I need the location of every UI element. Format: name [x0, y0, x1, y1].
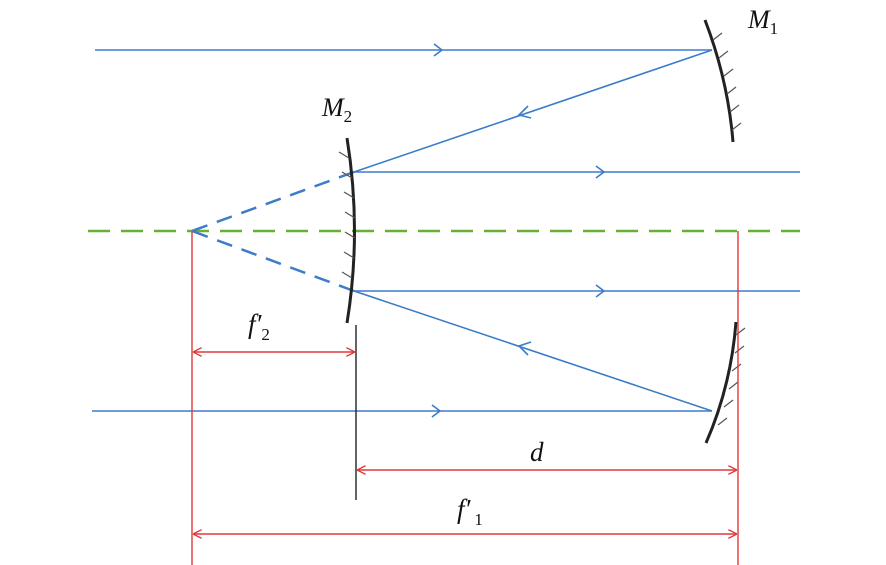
virtual-ray-top [191, 170, 355, 233]
label-m2: M2 [321, 93, 352, 126]
label-f2: f′2 [248, 309, 270, 344]
secondary-mirror [338, 137, 356, 324]
outgoing-ray-top [354, 165, 800, 179]
label-m1: M1 [747, 5, 778, 38]
incoming-ray-top [95, 43, 712, 57]
outgoing-ray-bottom [354, 284, 800, 298]
label-f1: f′1 [457, 494, 483, 529]
incoming-ray-bottom [92, 404, 712, 418]
primary-mirror-bottom [704, 321, 746, 444]
reflected-ray-top [353, 49, 713, 173]
virtual-ray-bottom [191, 229, 355, 293]
primary-mirror-top [703, 19, 742, 143]
reflected-ray-bottom [353, 290, 713, 412]
label-d: d [530, 437, 544, 467]
